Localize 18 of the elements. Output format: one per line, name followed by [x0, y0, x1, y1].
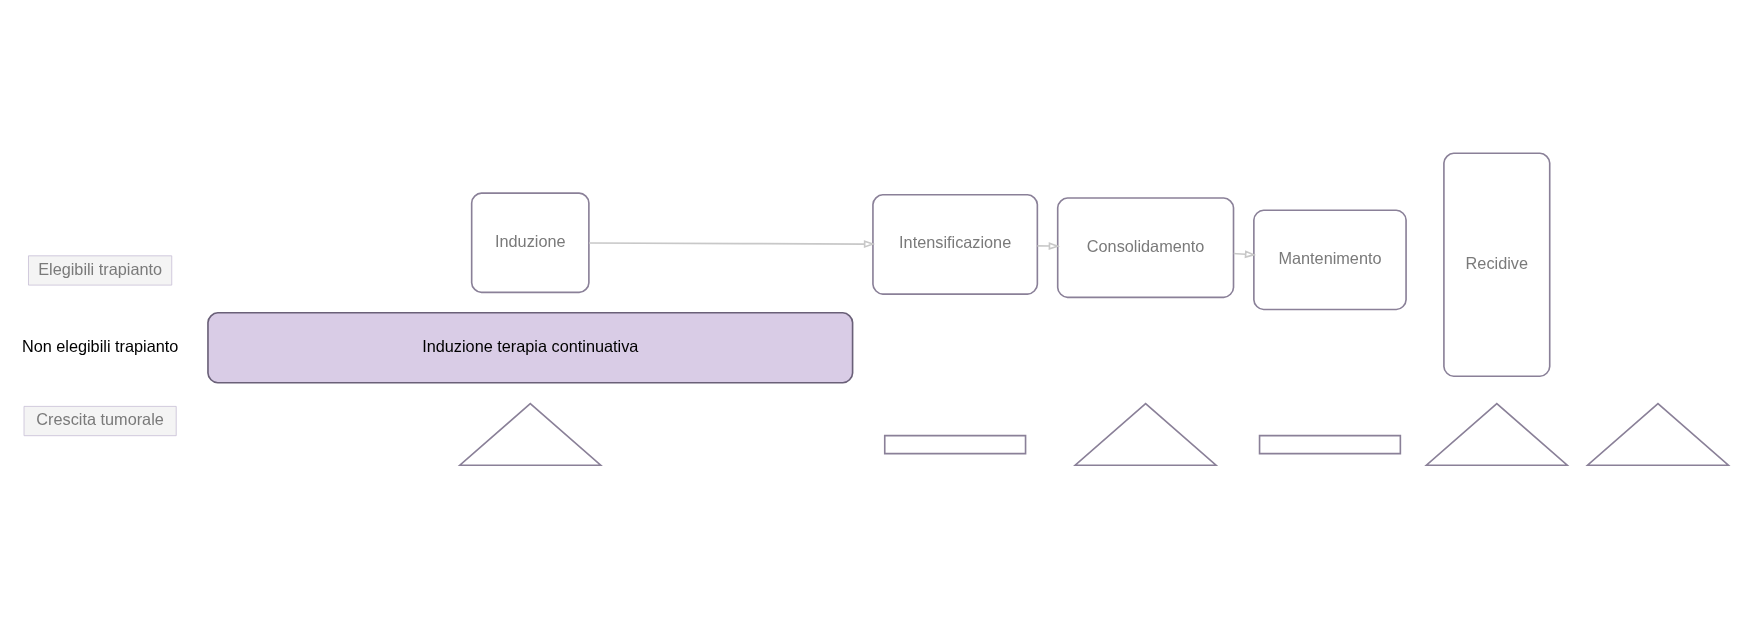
label: Non elegibili trapianto [21, 336, 179, 355]
node-box: Elegibili trapianto [28, 254, 173, 285]
node-triangle [1424, 401, 1570, 466]
node-bar [1258, 434, 1402, 454]
node-box: Intensificazione [872, 193, 1039, 295]
node-box: Induzione terapia continuativa [207, 311, 854, 384]
node-triangle [457, 401, 603, 466]
node-triangle [1073, 401, 1219, 466]
node-triangle [1585, 401, 1731, 466]
arrow [1232, 249, 1257, 258]
node-box: Recidive [1443, 151, 1551, 377]
node-box: Induzione [470, 191, 590, 293]
node-bar [883, 434, 1027, 454]
node-box: Mantenimento [1253, 208, 1407, 310]
node-box: Consolidamento [1056, 196, 1235, 298]
arrow [1036, 241, 1061, 250]
node-box: Crescita tumorale [23, 405, 177, 436]
arrow [588, 239, 876, 248]
